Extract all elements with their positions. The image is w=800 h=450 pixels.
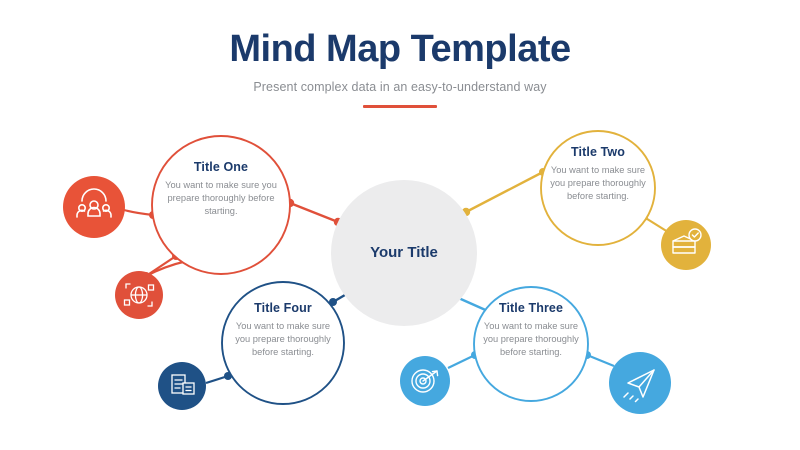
page-subtitle: Present complex data in an easy-to-under… (253, 79, 547, 94)
group-icon (76, 188, 112, 218)
node-circle-title-two[interactable] (540, 130, 656, 246)
badge-target-icon[interactable] (400, 356, 450, 406)
badge-documents-icon[interactable] (158, 362, 206, 410)
badge-layers-icon[interactable] (661, 220, 711, 270)
node-circle-title-three[interactable] (473, 286, 589, 402)
badge-group-icon[interactable] (63, 176, 125, 238)
connector-center-to-title-two (461, 168, 547, 217)
badge-globe-icon[interactable] (115, 271, 163, 319)
page-title: Mind Map Template (229, 28, 571, 70)
paper-plane-icon (623, 369, 655, 403)
badge-plane-icon[interactable] (609, 352, 671, 414)
documents-icon (171, 374, 195, 395)
globe-network-icon (123, 283, 155, 307)
center-node-circle[interactable] (331, 180, 477, 326)
accent-divider (363, 104, 437, 108)
node-circle-title-one[interactable] (151, 135, 291, 275)
node-circle-title-four[interactable] (221, 281, 345, 405)
connector-center-to-title-one (285, 198, 343, 227)
connector-title-four-to-docs (205, 372, 232, 385)
target-arrow-icon (411, 369, 439, 393)
header: Mind Map Template Present complex data i… (0, 28, 800, 108)
layers-check-icon (672, 228, 702, 254)
